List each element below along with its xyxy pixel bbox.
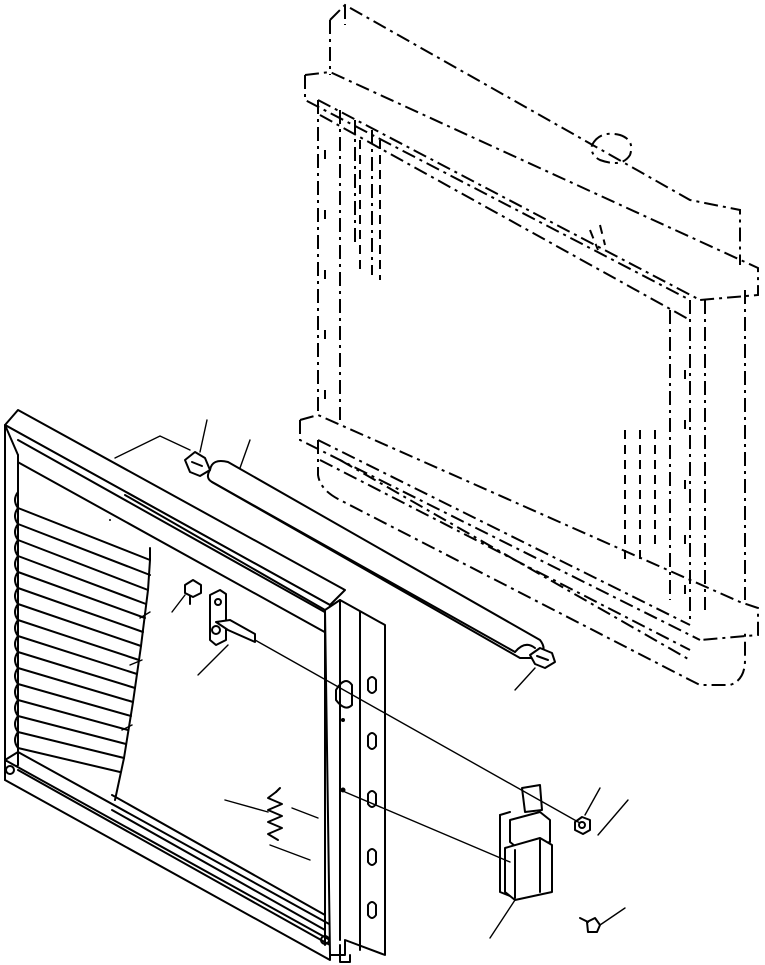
hex-nut [574,816,591,835]
bolt-lower [579,917,601,933]
leader-lines [171,419,629,939]
radiator-phantom-outline [299,3,759,686]
bracket-right [529,647,556,669]
assembly-lines [114,435,581,863]
shutter-frame [4,409,386,963]
solenoid-actuator [499,784,553,901]
coil-spring [267,787,283,841]
bracket-left [184,451,211,477]
shaft-pin [209,589,256,646]
bolt-upper [184,579,202,605]
louver-blades [14,491,151,801]
